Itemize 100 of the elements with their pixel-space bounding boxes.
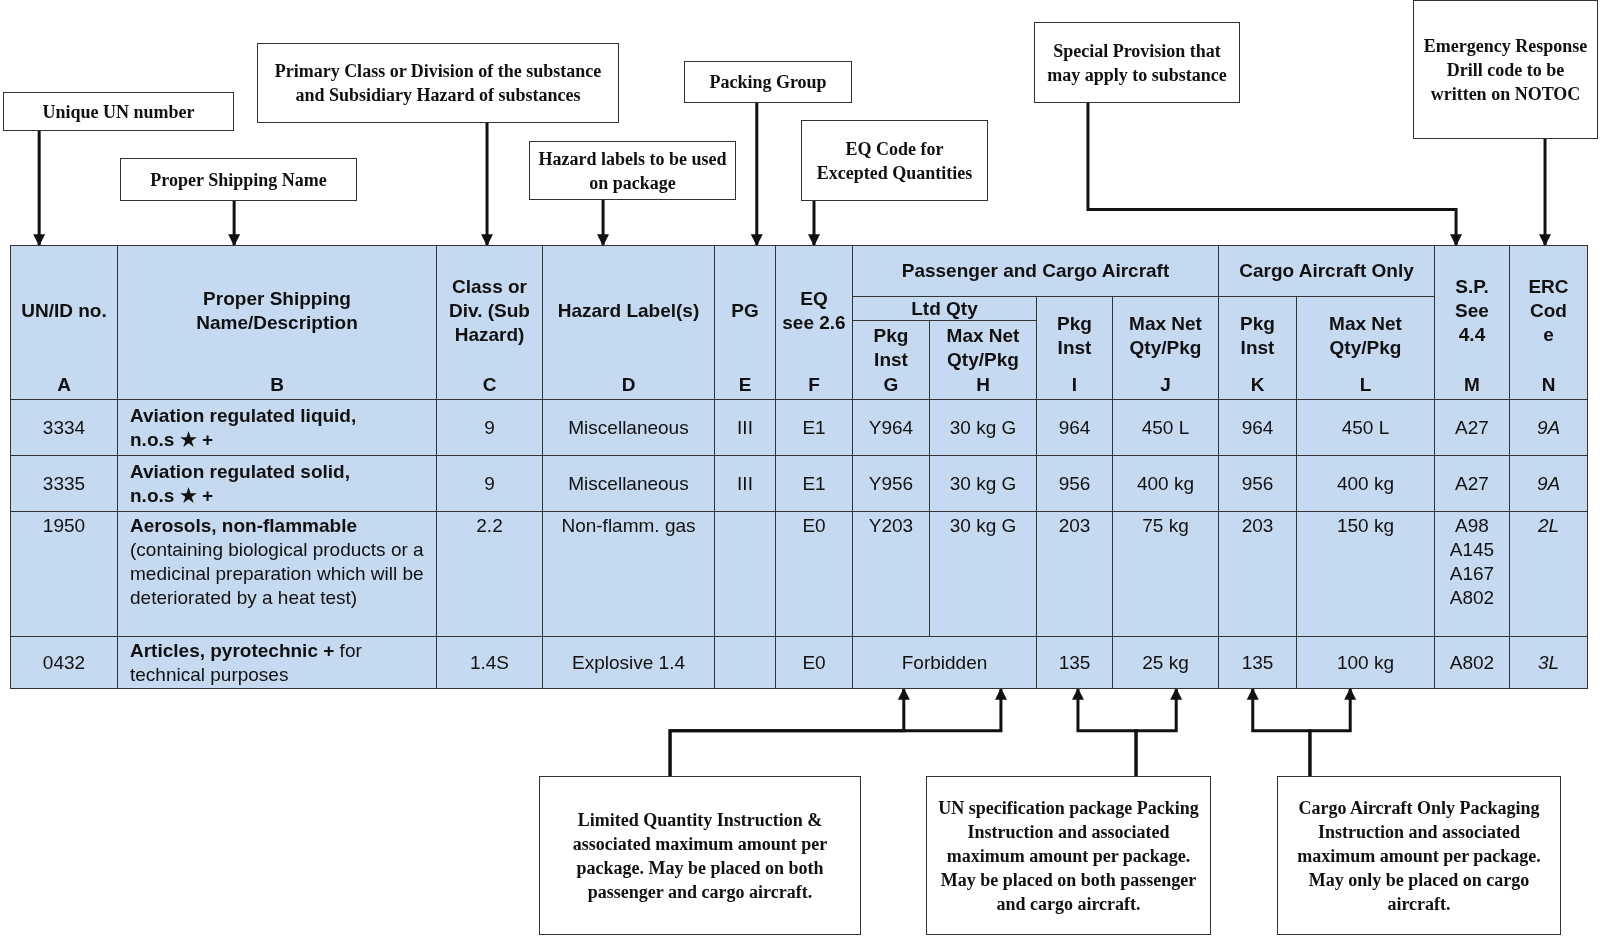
table-cell: Non-flamm. gas [542,511,715,637]
table-cell: A802 [1434,636,1510,689]
table-cell: 135 [1218,636,1297,689]
column-letter: G [883,373,899,397]
header-cell [852,320,930,400]
header-cell [775,245,853,400]
column-letter: J [1160,373,1171,397]
column-heading: Hazard Label(s) [557,298,700,323]
arrow [1539,139,1551,247]
table-cell: 3335 [10,455,118,512]
column-letter: L [1359,373,1372,397]
column-heading: Pkg Inst [1056,312,1093,360]
table-cell: A27 [1434,399,1510,456]
header-cell [1036,296,1113,400]
table-cell: Explosive 1.4 [542,636,715,689]
header-cell [117,245,437,400]
table-cell: 75 kg [1112,511,1219,637]
column-letter: F [808,373,820,397]
table-cell: 30 kg G [929,455,1037,512]
column-letter: H [976,373,990,397]
column-heading: EQ see 2.6 [782,286,846,335]
table-cell: 150 kg [1296,511,1435,637]
column-letter: N [1541,373,1556,397]
column-heading: Proper Shipping Name/Description [195,286,359,335]
table-cell: 30 kg G [929,399,1037,456]
table-cell: 25 kg [1112,636,1219,689]
table-cell: 9A [1509,455,1588,512]
callout-box: Emergency Response Drill code to be written on NOTOC [1413,0,1598,139]
column-heading: ERC Cod e [1527,274,1570,347]
header-cell [1509,245,1588,400]
table-cell: Articles, pyrotechnic + for technical purposes [117,636,437,689]
table-cell: Y203 [852,511,930,637]
table-cell: 956 [1218,455,1297,512]
arrow [597,200,610,247]
header-cell [10,245,118,400]
table-cell: Forbidden [852,636,1037,689]
table-cell: 450 L [1296,399,1435,456]
table-cell: 2L [1509,511,1588,637]
column-heading: UN/ID no. [21,298,107,323]
column-letter: I [1071,373,1078,397]
callout-box: Unique UN number [3,92,234,131]
table-cell: E1 [775,399,853,456]
column-letter: B [270,373,284,397]
callout-box: Hazard labels to be used on package [529,141,736,200]
callout-box: Cargo Aircraft Only Packaging Instruction and associated maximum amount per package. May only be placed on cargo aircraft. [1277,776,1561,935]
table-cell: E0 [775,511,853,637]
table-cell: A98 A145 A167 A802 [1434,511,1510,637]
callout-box: EQ Code for Excepted Quantities [801,120,988,201]
column-letter: C [482,373,497,397]
table-cell: 1.4S [436,636,543,689]
table-cell: A27 [1434,455,1510,512]
table-cell: 1950 [10,511,118,637]
table-cell: Y964 [852,399,930,456]
table-cell: III [714,399,776,456]
arrow [668,687,1007,776]
header-cell [1218,296,1297,400]
column-heading: Ltd Qty [852,296,1037,321]
callout-box: Special Provision that may apply to substance [1034,22,1240,103]
table-cell: 203 [1036,511,1113,637]
table-cell: 3L [1509,636,1588,689]
header-cell [542,245,715,400]
column-heading: Max Net Qty/Pkg [1328,312,1403,360]
column-heading: Passenger and Cargo Aircraft [852,245,1219,297]
table-cell: 9 [436,399,543,456]
column-letter: A [57,373,71,397]
header-cell [1112,296,1219,400]
column-letter: K [1250,373,1265,397]
table-cell: 9A [1509,399,1588,456]
callout-box: Packing Group [684,61,852,103]
column-heading: S.P. See 4.4 [1454,274,1490,347]
arrow [1086,103,1463,247]
column-heading: Pkg Inst [1239,312,1276,360]
table-cell: 2.2 [436,511,543,637]
table-cell: 964 [1218,399,1297,456]
table-cell: 135 [1036,636,1113,689]
table-cell: 9 [436,455,543,512]
table-cell: E1 [775,455,853,512]
column-heading: Max Net Qty/Pkg [945,324,1021,372]
table-cell: Aviation regulated solid, n.o.s ★ + [117,455,437,512]
table-cell: 0432 [10,636,118,689]
arrow [33,131,46,247]
column-letter: M [1464,373,1480,397]
table-cell: 400 kg [1112,455,1219,512]
table-cell: III [714,455,776,512]
callout-box: UN specification package Packing Instruction and associated maximum amount per package. May be placed on both passenger and cargo aircraft. [926,776,1211,935]
callout-box: Primary Class or Division of the substance and Subsidiary Hazard of substances [257,43,619,123]
callout-box: Proper Shipping Name [120,158,357,201]
arrow [481,123,494,247]
table-cell: Aviation regulated liquid, n.o.s ★ + [117,399,437,456]
table-cell: Y956 [852,455,930,512]
table-cell: 100 kg [1296,636,1435,689]
table-cell: E0 [775,636,853,689]
header-cell [929,320,1037,400]
arrow [1134,687,1183,776]
column-heading: Max Net Qty/Pkg [1128,312,1203,360]
header-cell [436,245,543,400]
table-cell: Aerosols, non-flammable (containing biological products or a medicinal preparation which will be deteriorated by a heat test) [117,511,437,637]
header-cell [1434,245,1510,400]
column-heading: Pkg Inst [872,324,910,372]
table-cell: Miscellaneous [542,399,715,456]
